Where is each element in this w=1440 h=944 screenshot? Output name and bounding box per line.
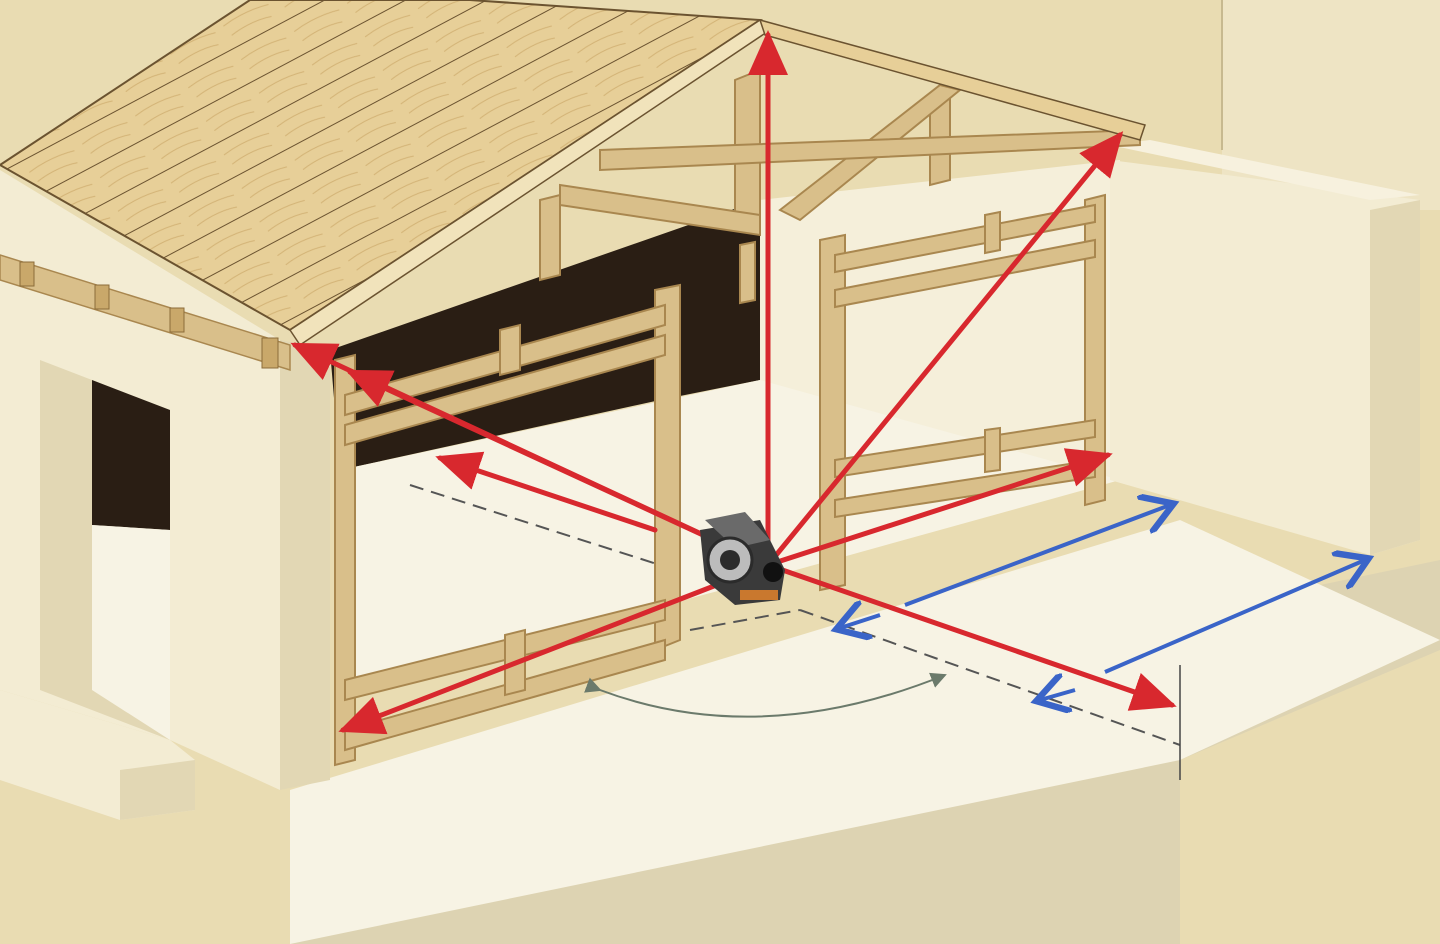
measure-arrow-lower: [1104, 560, 1365, 674]
stud-framing: [334, 68, 1141, 767]
right-wall: [1110, 140, 1420, 555]
doorway-opening: [92, 380, 170, 530]
rotating-laser-level-icon: [700, 512, 785, 605]
laser-beam-right-low: [765, 562, 1177, 711]
laser-beam-left-upper: [345, 369, 771, 568]
floor-slab: [0, 520, 1440, 944]
measurement-arrows: [840, 505, 1365, 700]
laser-beam-left-mid: [435, 451, 658, 533]
measure-arrow-lower-back: [1040, 690, 1076, 700]
measure-arrow-upper-back: [840, 615, 881, 628]
laser-beam-right-mid: [765, 448, 1113, 568]
laser-beams: [290, 30, 1177, 735]
measure-arrow-upper: [904, 505, 1170, 607]
laser-beam-left-low: [338, 562, 771, 735]
laser-beam-roof-right: [765, 131, 1124, 568]
roof: [0, 0, 1146, 372]
rotation-arrow-icon: [584, 672, 947, 718]
